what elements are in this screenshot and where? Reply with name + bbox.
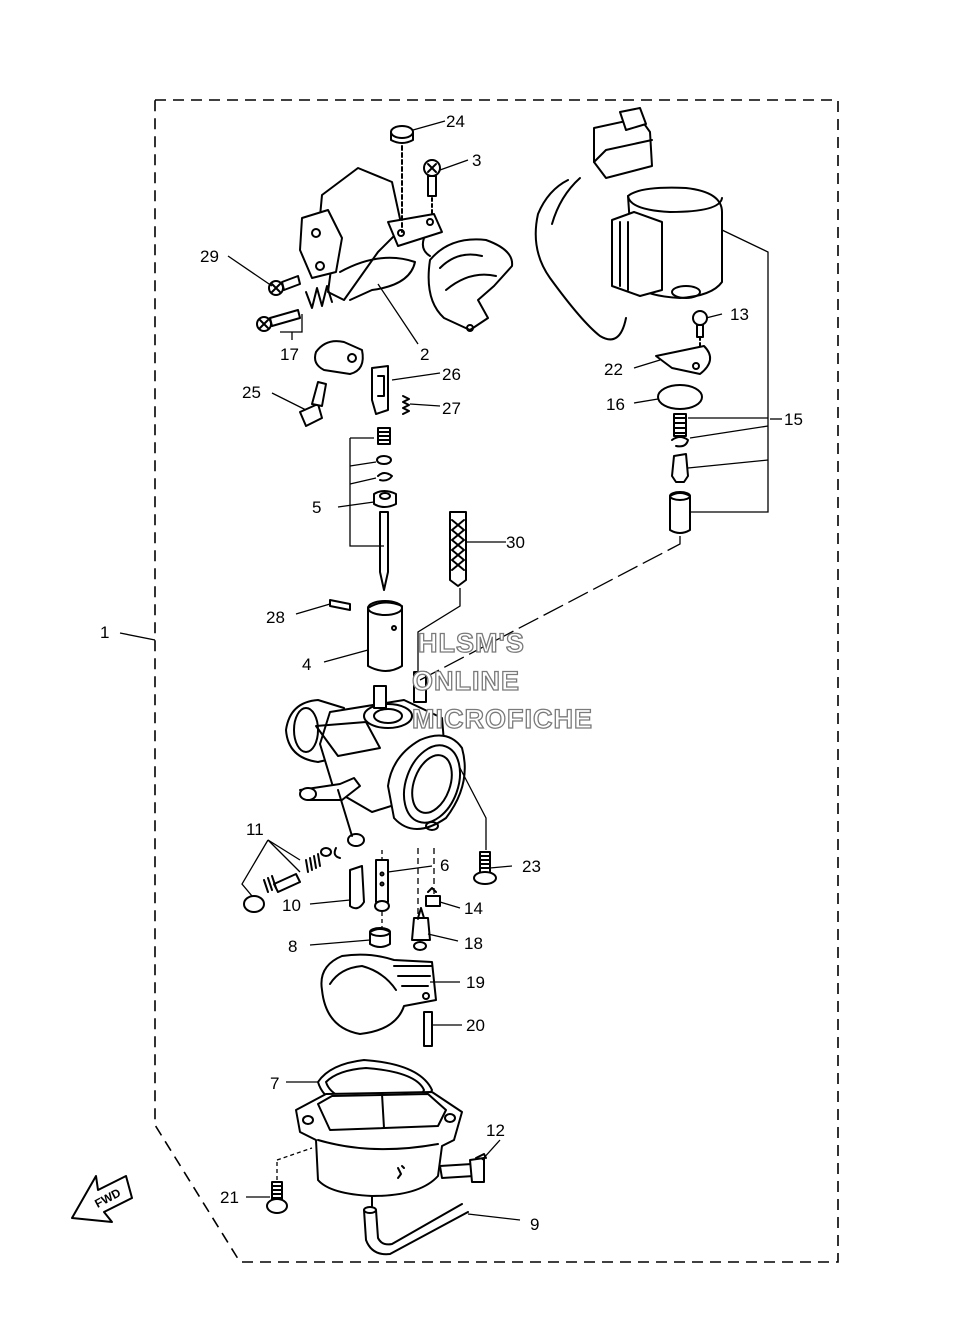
leader-lines (119, 120, 782, 1221)
watermark: HLSM'S ONLINE MICROFICHE (411, 627, 593, 734)
part-30-filter (449, 511, 467, 587)
callout-13: 13 (730, 305, 749, 324)
part-23-screw (473, 851, 497, 885)
part-21-screw (266, 1181, 288, 1214)
callout-27: 27 (442, 399, 461, 418)
part-5-jet-needle-set (373, 427, 397, 591)
part-9-hose (363, 1203, 469, 1256)
callout-28: 28 (266, 608, 285, 627)
part-28-pin (329, 599, 351, 611)
callout-1: 1 (100, 623, 109, 642)
callout-29: 29 (200, 247, 219, 266)
watermark-line-2: ONLINE (412, 666, 520, 696)
callout-15: 15 (784, 410, 803, 429)
callout-5: 5 (312, 498, 321, 517)
part-solenoid-assembly (534, 107, 723, 341)
part-25-screw (299, 381, 327, 427)
part-19-float (320, 953, 437, 1035)
part-29-screw (268, 275, 301, 296)
part-16-o-ring (657, 384, 703, 410)
part-15-plunger-set (669, 413, 691, 534)
part-26-link (314, 340, 389, 415)
float-bowl (295, 1091, 463, 1207)
callout-25: 25 (242, 383, 261, 402)
callout-12: 12 (486, 1121, 505, 1140)
callout-11: 11 (246, 820, 264, 839)
part-22-plate (655, 345, 711, 375)
part-6-needle-jet (374, 859, 390, 912)
callout-26: 26 (442, 365, 461, 384)
choke-linkage-group (299, 167, 514, 332)
callout-2: 2 (420, 345, 429, 364)
fwd-direction-marker: FWD (71, 1175, 133, 1223)
callout-10: 10 (282, 896, 301, 915)
part-14-screw (425, 887, 441, 907)
callout-14: 14 (464, 899, 483, 918)
callout-3: 3 (472, 151, 481, 170)
callout-9: 9 (530, 1215, 539, 1234)
part-24-collar (390, 125, 414, 233)
part-27-spring (402, 395, 410, 415)
callout-22: 22 (604, 360, 623, 379)
part-8-main-jet (369, 927, 391, 948)
callout-19: 19 (466, 973, 485, 992)
assembly-boundary (154, 99, 839, 1263)
callout-4: 4 (302, 655, 311, 674)
callout-21: 21 (220, 1188, 239, 1207)
callout-7: 7 (270, 1074, 279, 1093)
part-20-float-pin (423, 1011, 433, 1047)
part-4-throttle-slide (367, 600, 403, 672)
watermark-line-1: HLSM'S (418, 628, 525, 658)
callout-17: 17 (280, 345, 299, 364)
part-3-screw (423, 159, 441, 215)
callout-6: 6 (440, 856, 449, 875)
callout-labels: 1 2 3 4 5 6 7 8 9 10 11 12 13 14 15 16 1… (100, 112, 803, 1234)
callout-24: 24 (446, 112, 465, 131)
watermark-line-3: MICROFICHE (412, 704, 593, 734)
part-17-screw-spring (256, 285, 333, 332)
part-10-main-jet-holder (349, 865, 365, 910)
part-12-drain-screw (439, 1153, 487, 1183)
part-18-needle-valve (411, 907, 431, 951)
carburetor-body (285, 671, 466, 847)
callout-8: 8 (288, 937, 297, 956)
callout-16: 16 (606, 395, 625, 414)
part-11-pilot-screw-set (243, 847, 341, 913)
callout-23: 23 (522, 857, 541, 876)
callout-30: 30 (506, 533, 525, 552)
callout-20: 20 (466, 1016, 485, 1035)
callout-18: 18 (464, 934, 483, 953)
